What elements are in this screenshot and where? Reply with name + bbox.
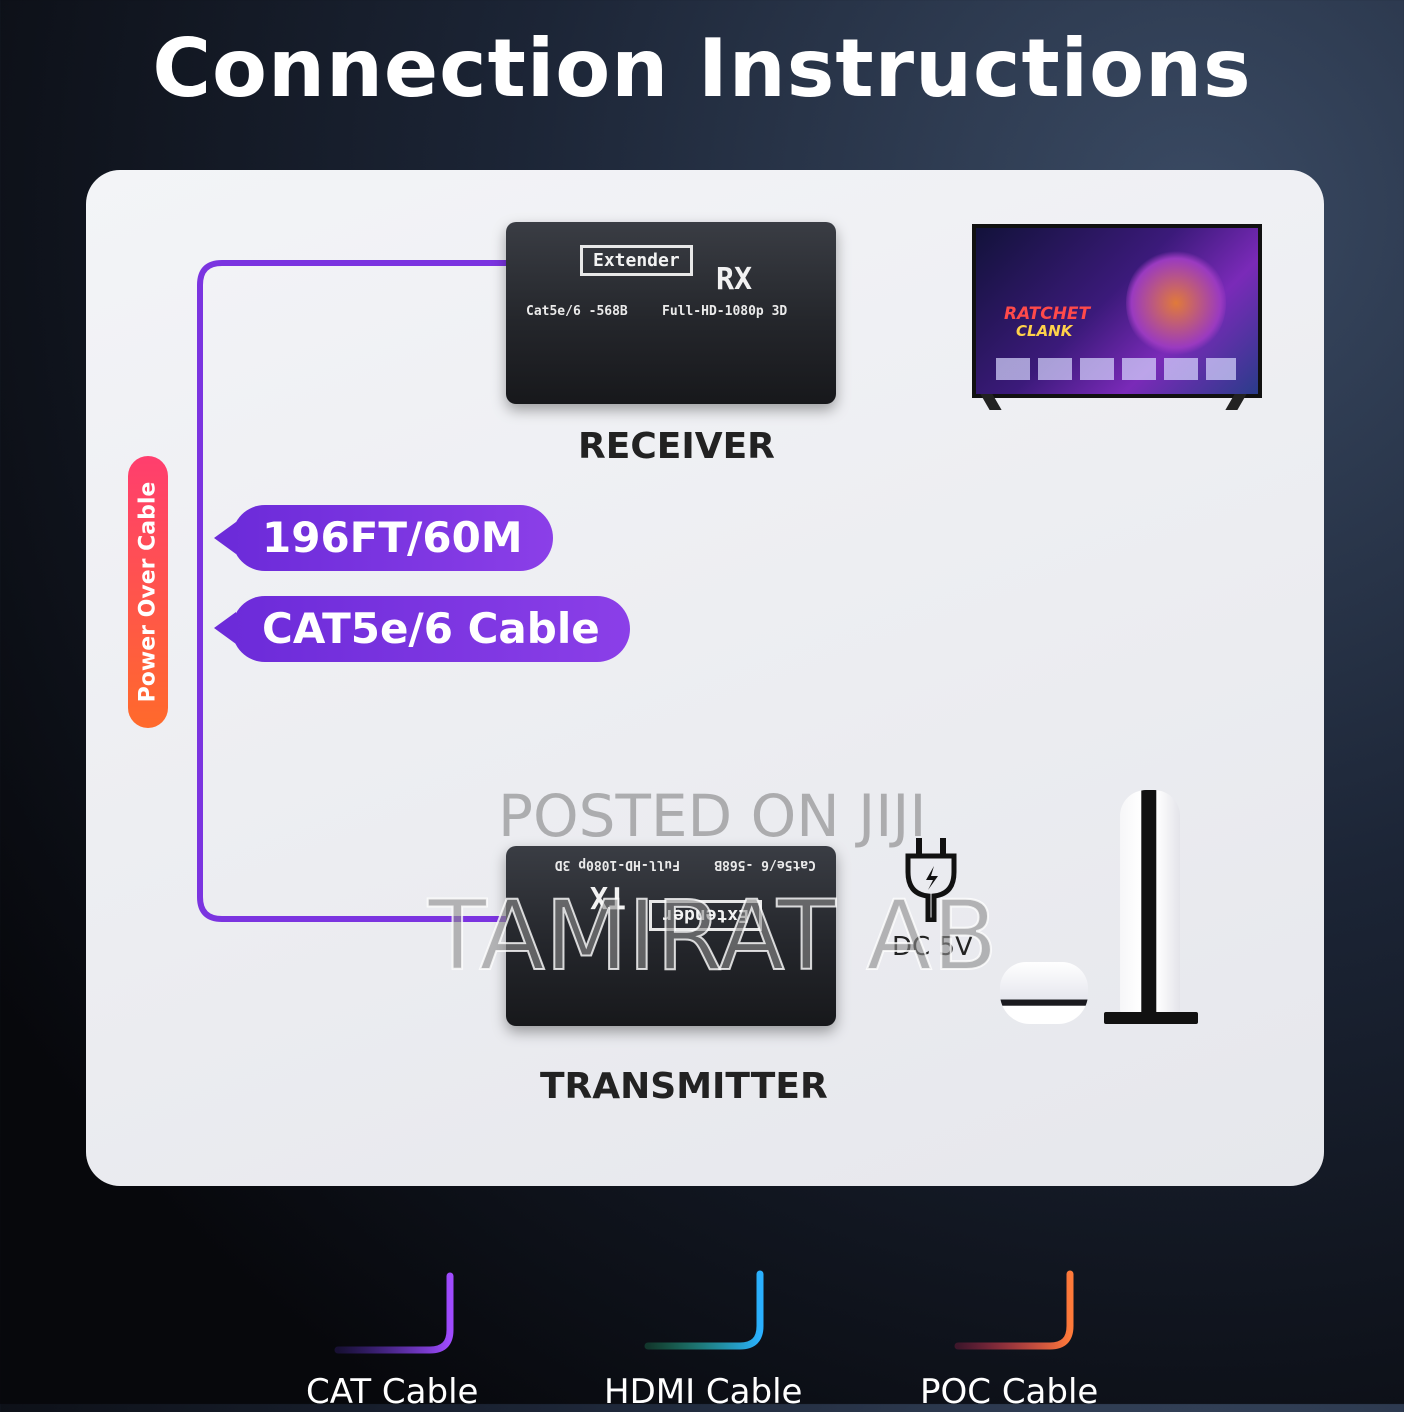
game-console: [1120, 790, 1180, 1014]
tv-game-title-2: CLANK: [1016, 322, 1073, 340]
transmitter-label: TRANSMITTER: [540, 1066, 828, 1107]
poc-vertical-label: Power Over Cable: [135, 481, 161, 703]
tv-tiles: [996, 358, 1236, 380]
receiver-code: RX: [716, 262, 753, 297]
legend-hdmi-label: HDMI Cable: [604, 1372, 803, 1412]
receiver-label: RECEIVER: [578, 426, 775, 467]
legend-cat-label: CAT Cable: [306, 1372, 479, 1412]
cable-pill-tip: [214, 612, 236, 644]
transmitter-spec-right: Full-HD-1080p 3D: [554, 857, 680, 872]
receiver-badge: Extender: [580, 245, 693, 276]
legend-poc-curve: [954, 1270, 1074, 1350]
tv-game-title-1: RATCHET: [1004, 304, 1091, 324]
distance-pill-tip: [214, 522, 236, 554]
distance-pill: 196FT/60M: [232, 505, 553, 571]
watermark-posted: POSTED ON JIJI: [498, 782, 927, 850]
tv-character-art: [1126, 248, 1226, 358]
power-label: DC 5V: [892, 932, 973, 962]
power-plug-icon: [905, 838, 957, 922]
page-title: Connection Instructions: [152, 22, 1252, 115]
transmitter-spec-left: Cat5e/6 -568B: [714, 857, 816, 872]
poc-vertical-badge: Power Over Cable: [128, 456, 168, 728]
game-controller: [1000, 962, 1088, 1024]
receiver-spec-left: Cat5e/6 -568B: [526, 304, 628, 319]
game-console-stand: [1104, 1012, 1198, 1024]
legend-poc-label: POC Cable: [920, 1372, 1099, 1412]
cable-pill: CAT5e/6 Cable: [232, 596, 630, 662]
watermark-tamirat: TAMIRAT AB: [427, 879, 999, 993]
receiver-spec-right: Full-HD-1080p 3D: [662, 304, 788, 319]
tv-screen: RATCHET CLANK: [972, 224, 1262, 398]
legend-hdmi-curve: [644, 1270, 764, 1350]
legend-cat-curve: [334, 1272, 454, 1354]
receiver-device: Extender RX Cat5e/6 -568B Full-HD-1080p …: [506, 222, 836, 404]
cat-cable-line: [197, 260, 506, 922]
transmitter-device: Extender TX Cat5e/6 -568B Full-HD-1080p …: [506, 846, 836, 1026]
